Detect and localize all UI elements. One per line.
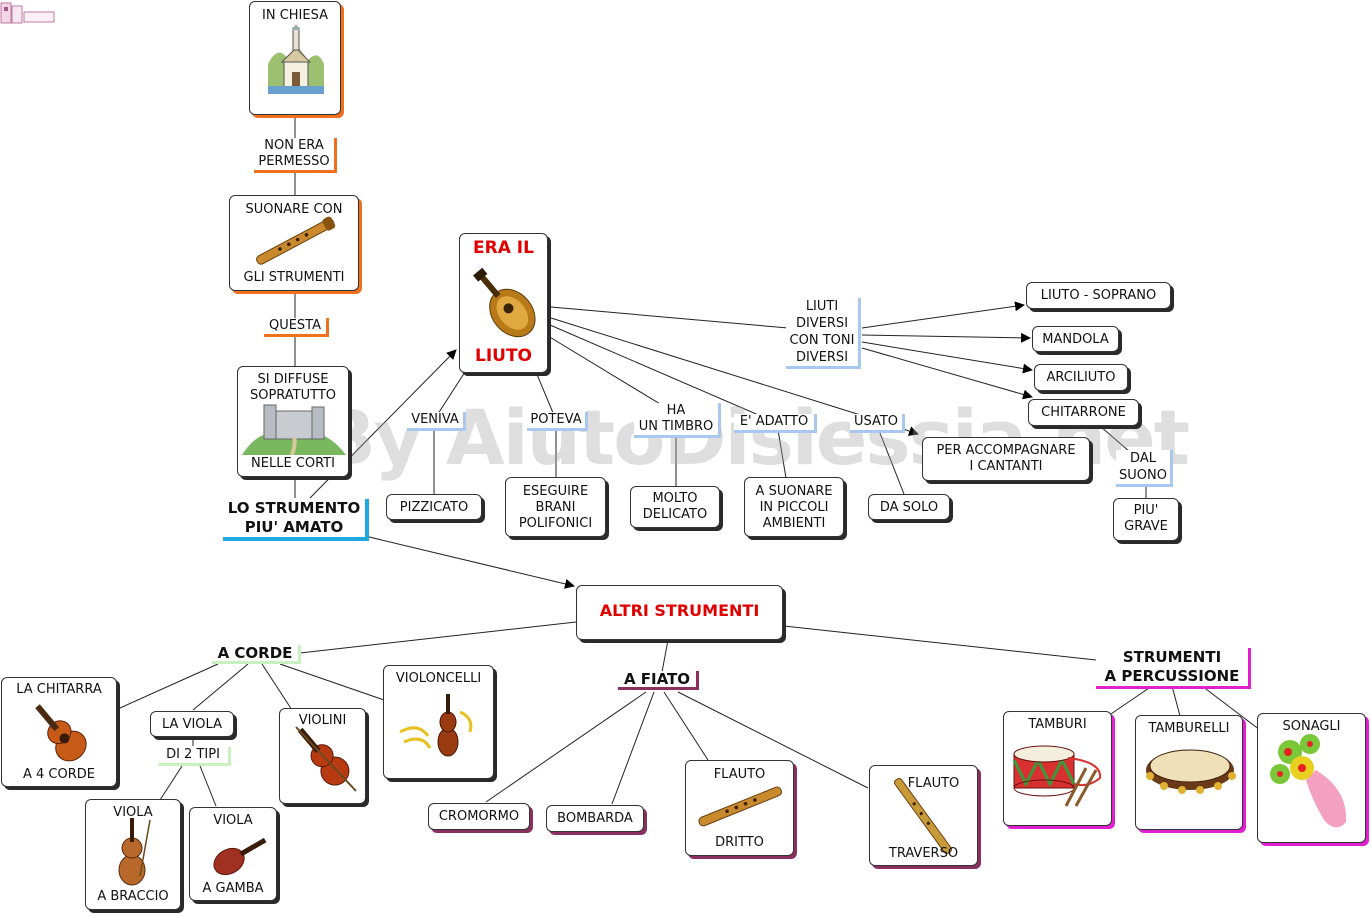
logo-icon [0, 2, 55, 24]
node-label-bottom: TRAVERSO [888, 846, 959, 861]
tambourine-icon [1146, 749, 1236, 794]
church-icon [268, 24, 324, 94]
node-tamburi: TAMBURI [1003, 711, 1112, 826]
node-label: TAMBURI [1028, 717, 1087, 732]
node-label: TAMBURELLI [1148, 721, 1230, 736]
node-violoncelli: VIOLONCELLI [383, 665, 494, 779]
node-label-top: FLAUTO [713, 767, 766, 782]
node-in-chiesa: IN CHIESA [249, 1, 341, 115]
node-label-top: VIOLA [213, 813, 253, 828]
node-label: DA SOLO [879, 500, 939, 515]
node-molto-delicato: MOLTO DELICATO [630, 486, 720, 528]
cello-icon [399, 694, 473, 757]
viola-icon [213, 837, 267, 876]
label-questa: QUESTA [264, 318, 329, 337]
node-viola-gamba: VIOLA A GAMBA [189, 807, 277, 901]
label-percussione: STRUMENTI A PERCUSSIONE [1096, 648, 1251, 689]
label-a-fiato: A FIATO [618, 671, 699, 690]
guitar-icon [35, 704, 87, 762]
node-label-top: SUONARE CON [245, 202, 343, 217]
node-label: PIU' GRAVE [1124, 503, 1168, 534]
node-label: ALTRI STRUMENTI [599, 601, 760, 620]
node-la-viola: LA VIOLA [150, 711, 234, 737]
label-non-era-permesso: NON ERA PERMESSO [254, 138, 337, 173]
label-dal-suono: DAL SUONO [1116, 450, 1173, 487]
node-label-bottom: A BRACCIO [97, 889, 169, 904]
node-cromormo: CROMORMO [428, 803, 530, 830]
node-bombarda: BOMBARDA [546, 805, 644, 832]
node-label: MANDOLA [1042, 332, 1109, 347]
node-a-suonare: A SUONARE IN PICCOLI AMBIENTI [744, 477, 844, 537]
node-label: CROMORMO [438, 809, 520, 824]
node-label-top: SI DIFFUSE SOPRATUTTO [249, 372, 337, 403]
violin-icon [295, 726, 357, 792]
node-label-top: VIOLA [113, 805, 153, 820]
node-tamburelli: TAMBURELLI [1135, 715, 1243, 830]
lute-icon [473, 267, 536, 338]
flute-icon [894, 777, 952, 855]
label-e-adatto: E' ADATTO [734, 414, 817, 433]
node-sonagli: SONAGLI [1257, 713, 1366, 843]
node-viola-braccio: VIOLA A BRACCIO [85, 799, 181, 910]
node-piu-grave: PIU' GRAVE [1113, 498, 1179, 541]
node-da-solo: DA SOLO [868, 494, 950, 520]
node-label: PER ACCOMPAGNARE I CANTANTI [936, 443, 1076, 474]
node-label: VIOLONCELLI [395, 671, 482, 686]
node-flauto-dritto: FLAUTO DRITTO [685, 760, 794, 856]
node-arciliuto: ARCILIUTO [1034, 364, 1128, 391]
node-label: PIZZICATO [399, 500, 469, 515]
node-violini: VIOLINI [279, 708, 366, 804]
node-label-bottom: DRITTO [715, 835, 764, 850]
label-veniva: VENIVA [407, 412, 466, 431]
node-eseguire: ESEGUIRE BRANI POLIFONICI [505, 477, 606, 537]
node-liuto: ERA IL LIUTO [459, 233, 548, 373]
node-suonare: SUONARE CON GLI STRUMENTI [229, 195, 359, 291]
node-liuto-soprano: LIUTO - SOPRANO [1026, 282, 1171, 309]
node-label-top: LA CHITARRA [16, 682, 102, 697]
node-flauto-traverso: FLAUTO TRAVERSO [869, 765, 978, 866]
label-liuti-diversi: LIUTI DIVERSI CON TONI DIVERSI [786, 298, 861, 369]
node-label: VIOLINI [298, 713, 347, 728]
label-poteva: POTEVA [527, 412, 588, 431]
node-label: ESEGUIRE BRANI POLIFONICI [518, 484, 593, 531]
node-label: LIUTO - SOPRANO [1040, 288, 1157, 303]
node-altri-strumenti: ALTRI STRUMENTI [576, 585, 783, 640]
flute-icon [698, 786, 782, 827]
castle-icon [242, 404, 346, 455]
node-si-diffuse: SI DIFFUSE SOPRATUTTO NELLE CORTI [237, 366, 349, 477]
label-usato: USATO [850, 414, 905, 433]
node-mandola: MANDOLA [1032, 326, 1119, 352]
node-label: BOMBARDA [557, 811, 633, 826]
node-per-accompagnare: PER ACCOMPAGNARE I CANTANTI [922, 437, 1090, 481]
viola-icon [118, 818, 151, 886]
drum-icon [1012, 745, 1102, 807]
node-label-bottom: NELLE CORTI [251, 456, 335, 471]
node-label: IN CHIESA [262, 8, 328, 23]
node-chitarrone: CHITARRONE [1028, 399, 1139, 426]
node-label-top: ERA IL [473, 238, 534, 258]
label-strumento-amato: LO STRUMENTO PIU' AMATO [223, 499, 369, 541]
node-pizzicato: PIZZICATO [386, 494, 482, 520]
node-label-bottom: A GAMBA [202, 881, 264, 896]
label-ha-timbro: HA UN TIMBRO [634, 403, 721, 438]
node-label: LA VIOLA [162, 717, 222, 732]
node-label: CHITARRONE [1041, 405, 1126, 420]
recorder-icon [256, 216, 336, 265]
node-label-bottom: A 4 CORDE [23, 767, 95, 782]
node-la-chitarra: LA CHITARRA A 4 CORDE [1, 677, 117, 787]
rattle-icon [1270, 734, 1347, 828]
node-label: MOLTO DELICATO [642, 491, 708, 522]
node-label-bottom: LIUTO [474, 346, 532, 366]
node-label-bottom: GLI STRUMENTI [243, 270, 345, 285]
node-label: A SUONARE IN PICCOLI AMBIENTI [755, 484, 833, 531]
label-a-corde: A CORDE [212, 645, 301, 664]
node-label-top: FLAUTO [907, 776, 960, 791]
node-label: ARCILIUTO [1046, 370, 1116, 385]
label-di-2-tipi: DI 2 TIPI [158, 747, 231, 766]
node-label: SONAGLI [1282, 719, 1341, 734]
